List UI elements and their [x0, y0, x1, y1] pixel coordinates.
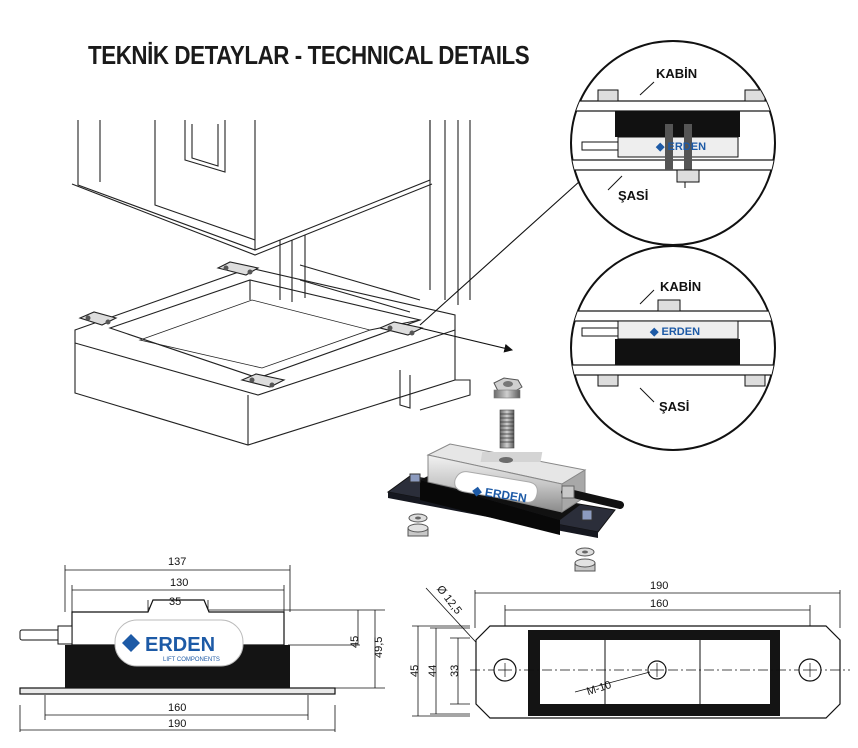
- dim-45: 45: [349, 636, 361, 648]
- dim-33-plan: 33: [449, 665, 461, 677]
- dim-hole-dia: Ø 12,5: [434, 583, 464, 616]
- detail-circle-bottom: ◆ ERDEN KABİN ŞASİ: [570, 245, 776, 451]
- dim-160-plan: 160: [650, 598, 668, 610]
- dim-44-plan: 44: [427, 665, 439, 677]
- dim-130: 130: [170, 577, 188, 589]
- dim-137: 137: [168, 556, 186, 568]
- dim-49-5: 49,5: [373, 637, 385, 658]
- label-chassis-top: ŞASİ: [618, 188, 648, 203]
- plan-view-drawing: Ø 12,5 190 160 45 44 33 M-10: [409, 580, 850, 719]
- page-title: TEKNİK DETAYLAR - TECHNICAL DETAILS: [88, 40, 530, 70]
- bottom-bolts: [407, 473, 596, 572]
- detail-leader-lines: [419, 171, 591, 353]
- label-cabin-top: KABİN: [656, 66, 697, 81]
- logo-top: ◆ ERDEN: [655, 141, 706, 153]
- dim-190-plan: 190: [650, 580, 668, 592]
- label-cabin-bottom: KABİN: [660, 279, 701, 294]
- threaded-stud-icon: [499, 409, 515, 449]
- cabin-frame-drawing: [71, 120, 471, 446]
- detail-circle-top: ◆ ERDEN KABİN ŞASİ: [570, 40, 776, 246]
- dim-160-side: 160: [168, 702, 186, 714]
- logo-side-view: ERDEN: [145, 634, 215, 656]
- dim-190-side: 190: [168, 718, 186, 730]
- dim-45-plan: 45: [409, 665, 421, 677]
- logo-bottom: ◆ ERDEN: [649, 326, 700, 338]
- logo-side-tagline: LIFT COMPONENTS: [163, 657, 220, 663]
- load-cell-render: ◆ ERDEN: [386, 377, 624, 572]
- label-chassis-bottom: ŞASİ: [659, 399, 689, 414]
- side-view-drawing: ERDEN LIFT COMPONENTS 137 130 35 45 49,5…: [19, 556, 385, 732]
- dim-35: 35: [169, 596, 181, 608]
